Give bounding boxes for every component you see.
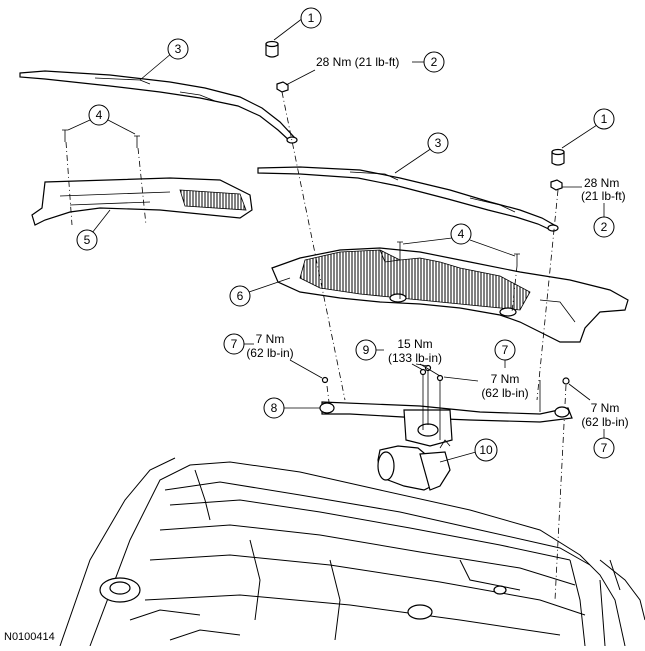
torque-7a-line1: 7 Nm xyxy=(256,332,285,346)
pivot-nut-left xyxy=(276,81,289,93)
callout-10-label: 10 xyxy=(479,443,493,457)
callout-7c: 7 Nm (62 lb-in) 7 xyxy=(568,383,629,459)
callout-7c-label: 7 xyxy=(601,441,608,455)
torque-2b-line1: 28 Nm xyxy=(584,176,619,190)
pivot-nut-right xyxy=(550,179,563,191)
callout-10: 10 xyxy=(439,438,498,463)
callout-3b-label: 3 xyxy=(435,136,442,150)
callout-4a: 4 xyxy=(67,104,136,135)
callout-7b: 7 7 Nm (62 lb-in) xyxy=(443,339,529,400)
torque-9-line2: (133 lb-in) xyxy=(388,351,442,365)
torque-7b-line2: (62 lb-in) xyxy=(481,386,528,400)
callout-6-label: 6 xyxy=(237,289,244,303)
callout-7a: 7 7 Nm (62 lb-in) xyxy=(223,332,323,379)
linkage-bolts xyxy=(321,364,570,440)
callout-3a-label: 3 xyxy=(175,42,182,56)
callout-2b: 28 Nm (21 lb-ft) 2 xyxy=(562,176,626,238)
callout-1a-label: 1 xyxy=(308,11,315,25)
callout-2a: 28 Nm (21 lb-ft) 2 xyxy=(285,51,445,86)
wiper-arm-left xyxy=(19,70,298,144)
torque-7c-line1: 7 Nm xyxy=(591,401,620,415)
pivot-cap-right xyxy=(551,148,565,166)
callout-7a-label: 7 xyxy=(231,337,238,351)
wiper-arm-right xyxy=(257,166,559,232)
callout-8-label: 8 xyxy=(271,401,278,415)
cowl-panel-right xyxy=(271,247,629,343)
figure-id: N0100414 xyxy=(4,631,55,643)
callout-9: 9 15 Nm (133 lb-in) xyxy=(355,337,442,377)
callout-3b: 3 xyxy=(394,132,449,174)
torque-7b-line1: 7 Nm xyxy=(491,372,520,386)
callout-1a: 1 xyxy=(273,7,322,41)
callout-3a: 3 xyxy=(139,38,189,81)
callout-9-label: 9 xyxy=(363,343,370,357)
callout-4b-label: 4 xyxy=(458,227,465,241)
cowl-screws xyxy=(62,129,520,266)
wiper-motor xyxy=(377,439,451,491)
alignment-lines xyxy=(65,91,567,601)
torque-2a: 28 Nm (21 lb-ft) xyxy=(316,55,399,69)
vehicle-body xyxy=(59,457,645,647)
callout-2b-label: 2 xyxy=(601,220,608,234)
callout-8: 8 xyxy=(263,397,320,419)
callout-2a-label: 2 xyxy=(431,55,438,69)
torque-7c-line2: (62 lb-in) xyxy=(581,415,628,429)
pivot-cap-left xyxy=(265,40,279,58)
callout-5-label: 5 xyxy=(84,233,91,247)
callout-1b: 1 xyxy=(561,108,615,149)
torque-7a-line2: (62 lb-in) xyxy=(246,346,293,360)
callout-5: 5 xyxy=(76,209,111,251)
wiper-linkage xyxy=(319,380,573,447)
callout-6: 6 xyxy=(229,277,291,307)
torque-2b-line2: (21 lb-ft) xyxy=(581,189,626,203)
cowl-panel-left xyxy=(31,177,253,226)
torque-9-line1: 15 Nm xyxy=(397,337,432,351)
callout-7b-label: 7 xyxy=(502,343,509,357)
callout-4b: 4 xyxy=(402,223,516,257)
callout-1b-label: 1 xyxy=(601,112,608,126)
callout-4a-label: 4 xyxy=(96,108,103,122)
